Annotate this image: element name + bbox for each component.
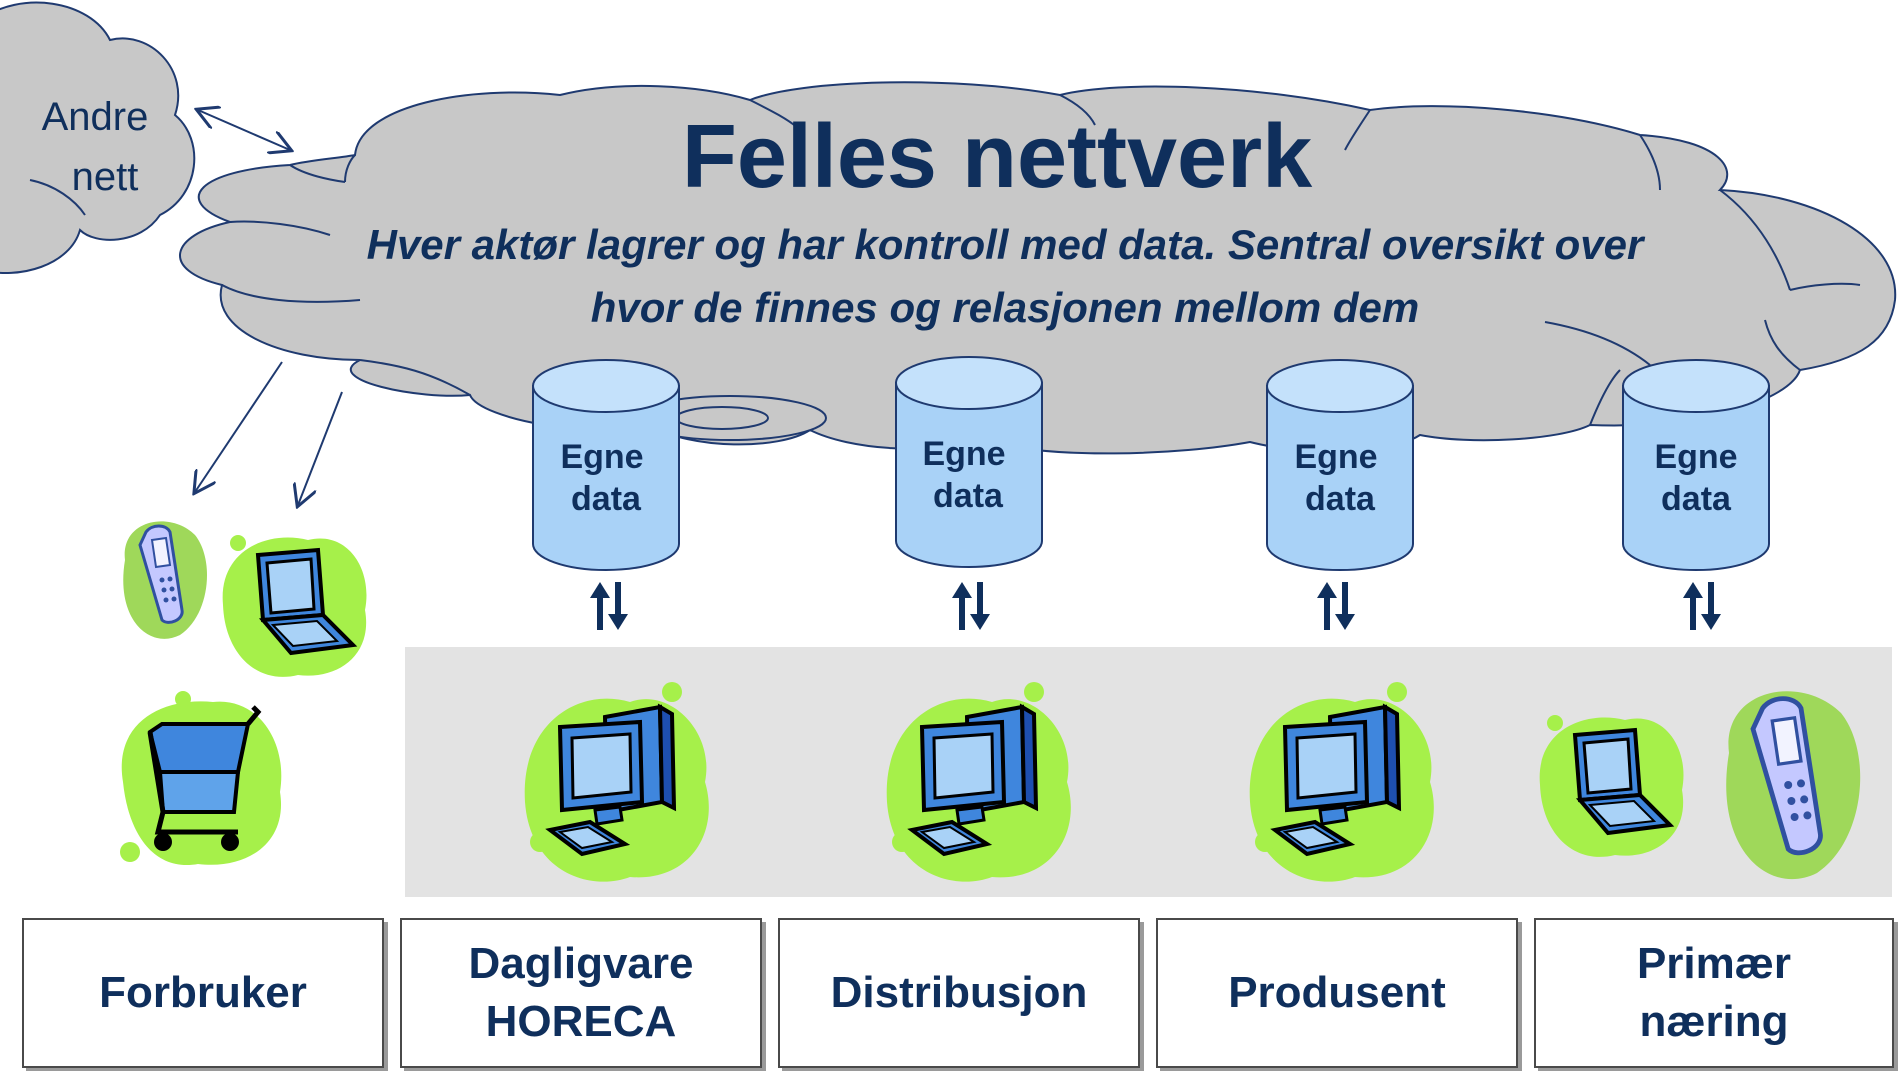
actor-label: Primær næring [1636, 939, 1792, 1046]
actor-box-grocery-horeca: Dagligvare HORECA [400, 918, 762, 1068]
actor-label: Distribusjon [830, 968, 1088, 1017]
actor-label: Forbruker [99, 968, 307, 1017]
actor-box-consumer: Forbruker [22, 918, 384, 1068]
database-2: Egne data [895, 356, 1043, 568]
diagram-subtitle-line1: Hver aktør lagrer og har kontroll med da… [367, 221, 1646, 268]
sync-arrows-icon [1683, 582, 1721, 630]
other-networks-cloud: Andre nett [0, 1, 196, 274]
other-networks-label-line1: Andre [42, 95, 149, 139]
actor-box-producer: Produsent [1156, 918, 1518, 1068]
database-label-line2: data [1305, 480, 1376, 518]
diagram-subtitle-line2: hvor de finnes og relasjonen mellom dem [591, 284, 1420, 331]
actor-box-distribution: Distribusjon [778, 918, 1140, 1068]
database-label-line1: Egne [560, 438, 643, 476]
database-3: Egne data [1266, 359, 1414, 571]
laptop-icon [220, 533, 369, 679]
database-label-line2: data [571, 480, 642, 518]
shopping-cart-icon [120, 691, 282, 866]
other-networks-label-line2: nett [72, 155, 139, 199]
diagram-title: Felles nettverk [682, 107, 1313, 207]
database-1: Egne data [532, 359, 680, 571]
network-link-arrow [198, 110, 290, 150]
database-label-line1: Egne [1294, 438, 1377, 476]
sync-arrows-icon [1317, 582, 1355, 630]
database-label-line1: Egne [1654, 438, 1737, 476]
sync-arrows-icon [952, 582, 990, 630]
actor-label: Dagligvare HORECA [468, 939, 694, 1046]
consumer-arrow-2 [298, 391, 343, 505]
actor-box-primary-industry: Primær næring [1534, 918, 1894, 1068]
laptop-icon [1537, 713, 1686, 859]
cellphone-icon [121, 519, 209, 641]
database-label-line1: Egne [922, 435, 1005, 473]
database-label-line2: data [1661, 480, 1732, 518]
consumer-arrow-1 [195, 361, 283, 492]
sync-arrows-icon [590, 582, 628, 630]
actor-label: Produsent [1228, 968, 1446, 1017]
database-label-line2: data [933, 477, 1004, 515]
database-4: Egne data [1622, 359, 1770, 571]
